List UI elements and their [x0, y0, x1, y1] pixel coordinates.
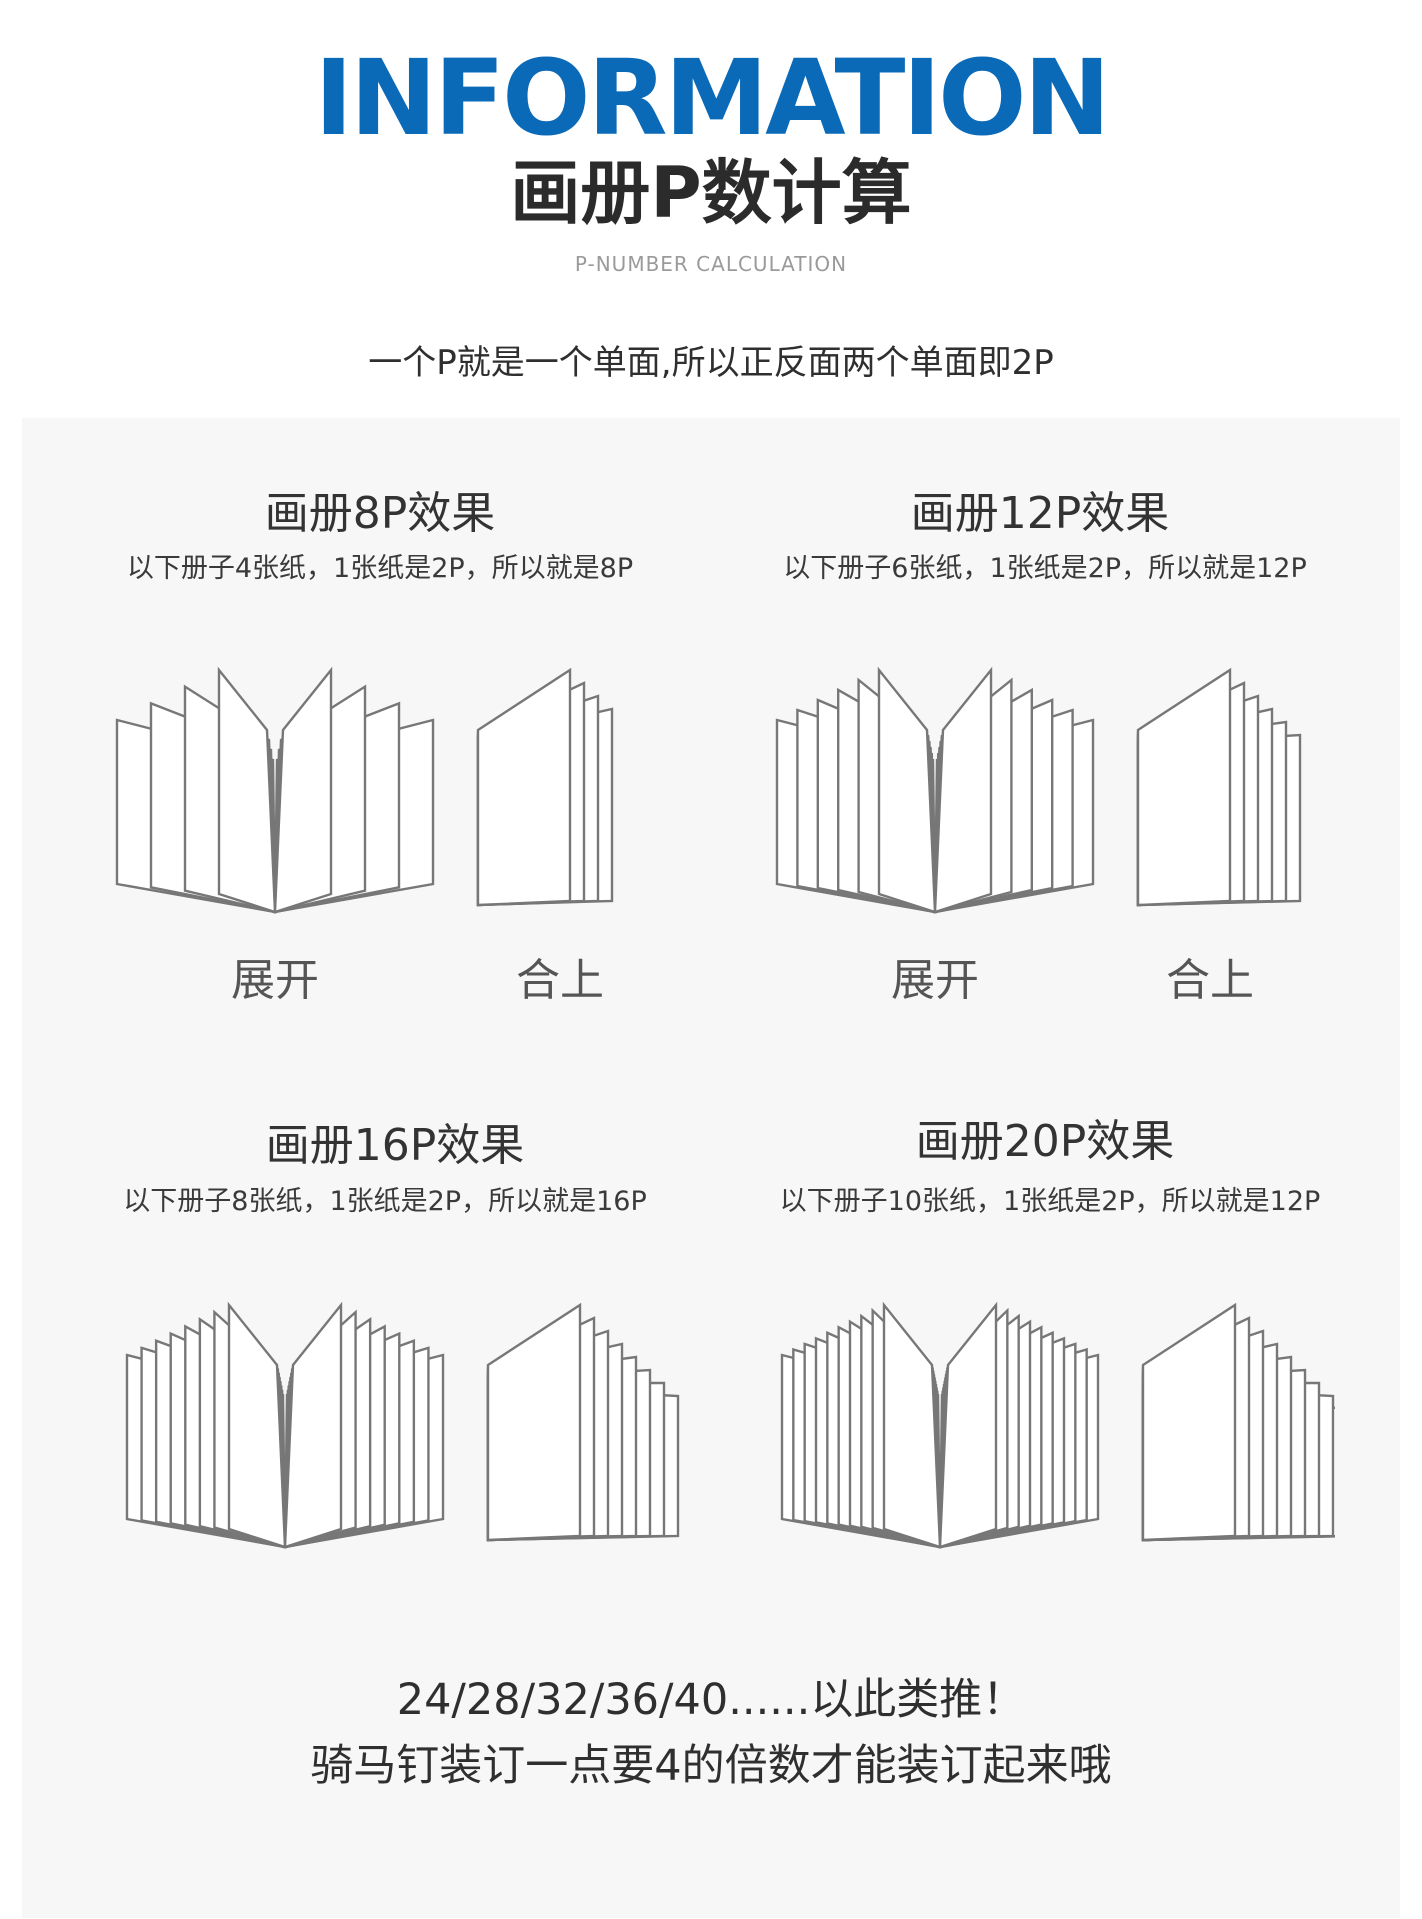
section-desc-12p: 以下册子6张纸，1张纸是2P，所以就是12P — [783, 553, 1307, 584]
open-book-16p-illustration — [125, 1301, 445, 1549]
page-title-cn: 画册P数计算 — [510, 152, 912, 234]
section-desc-8p: 以下册子4张纸，1张纸是2P，所以就是8P — [126, 553, 634, 584]
section-desc-20p: 以下册子10张纸，1张纸是2P，所以就是12P — [779, 1186, 1321, 1217]
page-leaf-right — [938, 1301, 998, 1549]
open-book-20p-illustration — [780, 1301, 1100, 1549]
closed-page — [476, 667, 572, 907]
closed-book-12p-illustration — [1136, 667, 1302, 907]
section-title-12p: 画册12P效果 — [910, 488, 1170, 539]
closed-book-16p-illustration — [486, 1302, 680, 1542]
page-title-en: INFORMATION — [314, 37, 1110, 159]
label-open-8p: 展开 — [231, 955, 319, 1006]
content-panel — [22, 418, 1400, 1918]
closed-page — [1141, 1302, 1237, 1542]
open-book-12p-illustration — [775, 666, 1095, 914]
section-desc-16p: 以下册子8张纸，1张纸是2P，所以就是16P — [123, 1186, 647, 1217]
page-leaf-left — [882, 1301, 942, 1549]
page-leaf-left — [877, 666, 937, 914]
section-title-8p: 画册8P效果 — [264, 488, 496, 539]
page-leaf-left — [227, 1301, 287, 1549]
closed-page — [486, 1302, 582, 1542]
section-title-20p: 画册20P效果 — [915, 1116, 1175, 1167]
open-book-8p-illustration — [115, 666, 435, 914]
label-closed-8p: 合上 — [516, 955, 604, 1006]
page-leaf-right — [933, 666, 993, 914]
closed-book-8p-illustration — [476, 667, 614, 907]
footer-line-1: 24/28/32/36/40......以此类推！ — [396, 1675, 1026, 1725]
label-closed-12p: 合上 — [1166, 955, 1254, 1006]
footer-line-2: 骑马钉装订一点要4的倍数才能装订起来哦 — [310, 1741, 1112, 1791]
page-leaf-left — [217, 666, 277, 914]
closed-book-20p-illustration — [1141, 1302, 1335, 1542]
section-title-16p: 画册16P效果 — [265, 1120, 525, 1171]
label-open-12p: 展开 — [891, 955, 979, 1006]
intro-text: 一个P就是一个单面,所以正反面两个单面即2P — [368, 343, 1054, 383]
closed-page — [1136, 667, 1232, 907]
page-leaf-right — [273, 666, 333, 914]
page-leaf-right — [283, 1301, 343, 1549]
page-subtitle: P-NUMBER CALCULATION — [574, 252, 848, 276]
